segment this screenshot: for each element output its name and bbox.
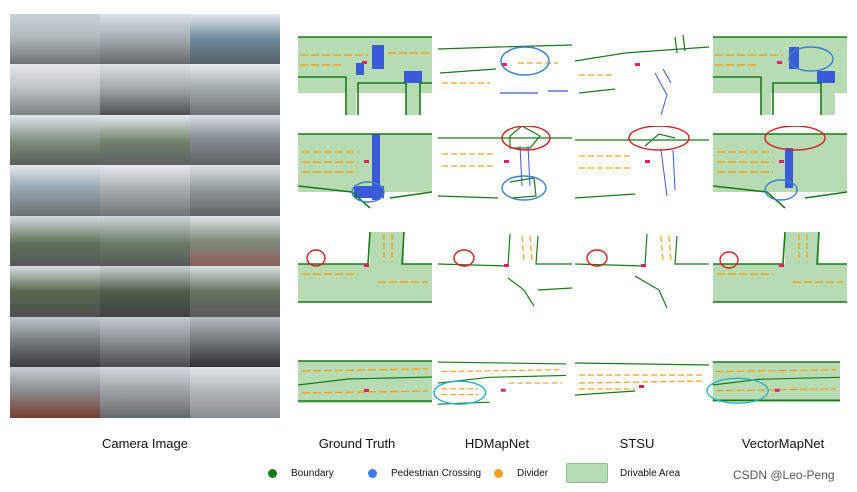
stsu-map-row2 [575, 126, 709, 199]
gt-map-row3 [298, 231, 432, 303]
camera-image-grid [10, 14, 280, 418]
camera-thumb [190, 317, 280, 367]
camera-thumb [10, 115, 100, 165]
camera-thumb [190, 266, 280, 317]
camera-thumb [10, 266, 100, 317]
camera-thumb [100, 317, 190, 367]
label-vectormapnet: VectorMapNet [741, 436, 825, 451]
label-hdmapnet: HDMapNet [464, 436, 530, 451]
legend-pedestrian: Pedestrian Crossing [368, 462, 481, 484]
camera-thumb [100, 367, 190, 418]
camera-thumb [190, 64, 280, 115]
label-camera-image: Camera Image [102, 436, 188, 451]
legend-boundary-label: Boundary [291, 467, 334, 479]
camera-thumb [10, 165, 100, 216]
label-ground-truth: Ground Truth [318, 436, 396, 451]
legend-boundary: Boundary [268, 462, 334, 484]
camera-thumb [100, 115, 190, 165]
legend-drivable: Drivable Area [566, 462, 680, 484]
vectormapnet-map-row3 [713, 231, 847, 303]
camera-thumb [190, 14, 280, 64]
camera-thumb [190, 216, 280, 266]
stsu-map-row3 [575, 233, 709, 309]
gt-map-row2 [298, 133, 432, 209]
camera-thumb [100, 165, 190, 216]
legend-pedestrian-label: Pedestrian Crossing [391, 467, 482, 479]
vectormapnet-map-row2 [713, 126, 847, 209]
gt-map-row4 [298, 360, 432, 403]
boundary-dot-icon [268, 468, 277, 478]
drivable-swatch-icon [566, 463, 608, 483]
camera-thumb [100, 216, 190, 266]
divider-dot-icon [494, 468, 503, 478]
stsu-map-row4 [575, 362, 709, 396]
camera-thumb [10, 64, 100, 115]
gt-map-row1 [298, 36, 432, 115]
camera-thumb [10, 216, 100, 266]
camera-thumb [100, 266, 190, 317]
legend-divider: Divider [494, 462, 548, 484]
watermark: CSDN @Leo-Peng [733, 468, 835, 482]
camera-thumb [10, 367, 100, 418]
camera-thumb [190, 367, 280, 418]
vectormapnet-map-row4 [706, 361, 840, 404]
hdmapnet-map-row4 [433, 361, 566, 405]
hdmapnet-map-row1 [438, 44, 572, 94]
camera-thumb [190, 165, 280, 216]
stsu-map-row1 [575, 34, 709, 116]
camera-thumb [100, 14, 190, 64]
camera-thumb [100, 64, 190, 115]
camera-thumb [10, 14, 100, 64]
pedestrian-dot-icon [368, 468, 377, 478]
hdmapnet-map-row3 [438, 233, 572, 307]
label-stsu: STSU [619, 436, 655, 451]
legend-divider-label: Divider [517, 467, 549, 479]
camera-thumb [10, 317, 100, 367]
legend-drivable-label: Drivable Area [620, 467, 681, 479]
hdmapnet-map-row2 [438, 126, 572, 201]
vectormapnet-map-row1 [713, 36, 847, 115]
camera-thumb [190, 115, 280, 165]
legend: Boundary Pedestrian Crossing Divider Dri… [262, 462, 722, 484]
